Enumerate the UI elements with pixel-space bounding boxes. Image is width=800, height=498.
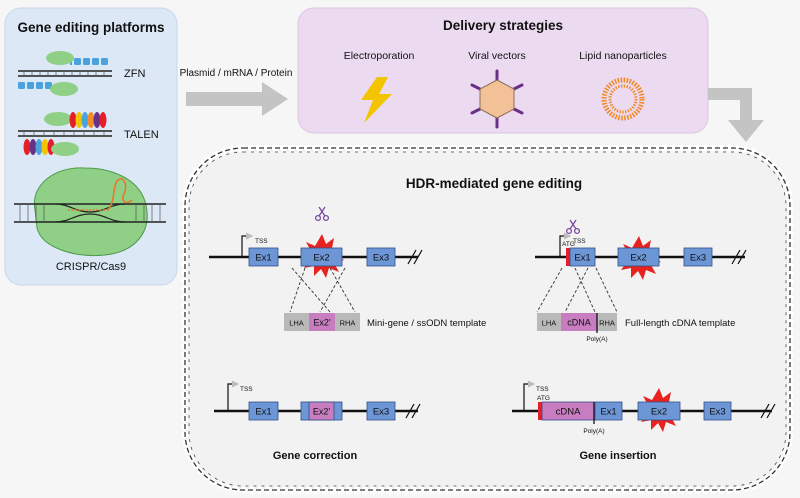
polya-label: Poly(A): [586, 336, 607, 343]
lha-label: LHA: [542, 319, 557, 328]
minigene-construct: TSS Ex1 Ex2 Ex3 LHA: [209, 206, 486, 331]
ex3-label: Ex3: [373, 253, 389, 264]
gene-insertion-construct: TSS ATG cDNA Poly(A) Ex1 Ex2 Ex3 Gene in…: [512, 380, 776, 462]
ex2-label: Ex2: [630, 253, 646, 264]
scissors-icon: [565, 219, 581, 235]
hdr-panel: HDR-mediated gene editing TSS Ex1 Ex2 Ex…: [181, 144, 794, 494]
platforms-panel: Gene editing platforms: [4, 7, 178, 286]
rha-label: RHA: [340, 319, 356, 328]
ex1-label: Ex1: [600, 407, 616, 418]
cdna-label: cDNA: [567, 318, 591, 328]
tss-label: TSS: [536, 386, 549, 393]
ex1-label: Ex1: [574, 253, 590, 264]
hdr-arrow: [708, 88, 764, 142]
ex3-label: Ex3: [709, 407, 725, 418]
tss-label: TSS: [255, 238, 268, 245]
gene-correction-label: Gene correction: [273, 450, 358, 462]
ex2-prime-label: Ex2': [313, 407, 331, 417]
ex1-label: Ex1: [255, 407, 271, 418]
viral-vector-icon: [470, 69, 524, 129]
viral-vectors-label: Viral vectors: [468, 50, 526, 62]
zfn-label: ZFN: [124, 68, 145, 80]
ex2-label: Ex2: [651, 407, 667, 418]
arrow-label: Plasmid / mRNA / Protein: [180, 68, 293, 79]
ex2-prime-label: Ex2': [313, 318, 331, 328]
lipid-nanoparticles-label: Lipid nanoparticles: [579, 50, 667, 62]
ex3-label: Ex3: [690, 253, 706, 264]
fulllength-template-label: Full-length cDNA template: [625, 318, 735, 329]
atg-label: ATG: [562, 241, 575, 248]
minigene-template-label: Mini-gene / ssODN template: [367, 318, 486, 329]
delivery-arrow: Plasmid / mRNA / Protein: [180, 68, 293, 116]
crispr-label: CRISPR/Cas9: [56, 261, 126, 273]
zfn-icon: [18, 51, 112, 96]
lha-label: LHA: [289, 319, 304, 328]
rha-label: RHA: [599, 319, 615, 328]
ex3-label: Ex3: [373, 407, 389, 418]
fulllength-construct: TSS ATG Ex1 Ex2 Ex3: [535, 219, 747, 343]
delivery-title: Delivery strategies: [443, 18, 563, 33]
lightning-icon: [361, 77, 392, 123]
scissors-icon: [314, 206, 330, 222]
lipid-nanoparticle-icon: [601, 77, 645, 121]
talen-icon: [18, 112, 112, 156]
gene-correction-construct: TSS Ex1 Ex2' Ex3 Gene correction: [214, 380, 421, 462]
cas9-icon: [14, 167, 166, 257]
ex2-label: Ex2: [313, 253, 329, 264]
delivery-panel: Delivery strategies Electroporation Vira…: [297, 7, 709, 134]
talen-label: TALEN: [124, 129, 159, 141]
platforms-title: Gene editing platforms: [17, 20, 164, 35]
gene-insertion-label: Gene insertion: [579, 450, 656, 462]
ex1-label: Ex1: [255, 253, 271, 264]
hdr-title: HDR-mediated gene editing: [406, 176, 582, 191]
electroporation-label: Electroporation: [344, 50, 415, 62]
tss-label: TSS: [573, 238, 586, 245]
polya-label: Poly(A): [583, 428, 604, 435]
atg-label: ATG: [537, 395, 550, 402]
cdna-label: cDNA: [556, 407, 581, 418]
tss-label: TSS: [240, 386, 253, 393]
